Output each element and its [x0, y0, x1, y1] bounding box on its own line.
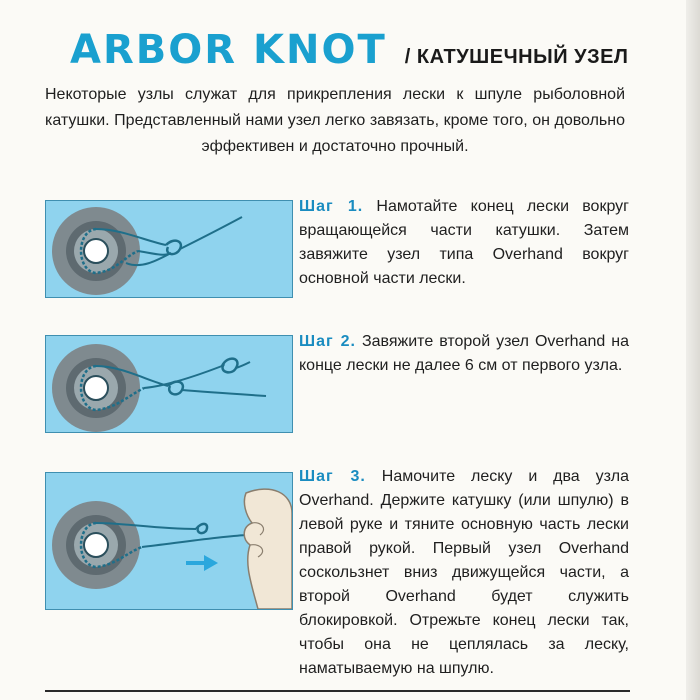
step-3-text: Шаг 3. Намочите леску и два узла Overhan… — [299, 465, 629, 681]
footer-divider — [45, 690, 630, 692]
step-2-description: Завяжите второй узел Overhand на конце л… — [299, 333, 629, 374]
page-edge — [686, 0, 700, 700]
step-3-description: Намочите леску и два узла Overhand. Держ… — [299, 468, 629, 677]
step-1-description: Намотайте конец лески вокруг вращающейся… — [299, 198, 629, 287]
step-3-illustration — [45, 472, 293, 610]
page-header: ARBOR KNOT / КАТУШЕЧНЫЙ УЗЕЛ — [70, 30, 628, 70]
step-1-text: Шаг 1. Намотайте конец лески вокруг вращ… — [299, 195, 629, 291]
step-3-label: Шаг 3. — [299, 468, 366, 485]
page-title: ARBOR KNOT — [70, 27, 387, 73]
step-2-label: Шаг 2. — [299, 333, 356, 350]
step-2-illustration — [45, 335, 293, 433]
step-1-illustration — [45, 200, 293, 298]
step-1-label: Шаг 1. — [299, 198, 364, 215]
intro-paragraph: Некоторые узлы служат для прикрепления л… — [45, 86, 625, 155]
step-2-text: Шаг 2. Завяжите второй узел Overhand на … — [299, 330, 629, 378]
page-subtitle: / КАТУШЕЧНЫЙ УЗЕЛ — [404, 46, 629, 68]
